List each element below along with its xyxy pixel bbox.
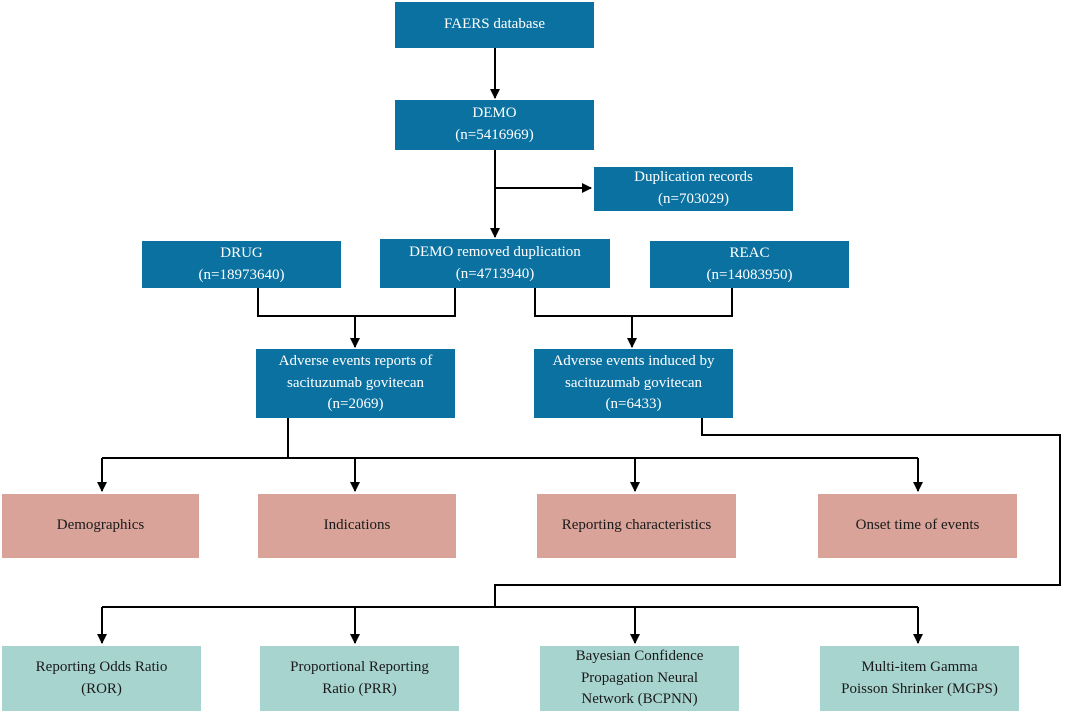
prr-line1: Proportional Reporting: [290, 658, 429, 675]
ae-reports-line2: sacituzumab govitecan: [286, 374, 425, 391]
demo-removed-duplication-box: DEMO removed duplication (n=4713940): [380, 239, 610, 288]
duplication-label: Duplication records: [634, 169, 753, 186]
ror-line2: (ROR): [81, 680, 122, 697]
connector-reac-merge: [534, 288, 733, 317]
demo-label: DEMO: [472, 105, 517, 122]
drug-box: DRUG (n=18973640): [142, 241, 341, 288]
bcpnn-line2: Propagation Neural: [580, 669, 699, 686]
ae-induced-count: (n=6433): [605, 396, 662, 413]
mgps-box: Multi-item Gamma Poisson Shrinker (MGPS): [820, 646, 1019, 711]
demographics-box: Demographics: [2, 494, 199, 558]
ae-induced-line1: Adverse events induced by: [552, 352, 715, 369]
duplication-records-box: Duplication records (n=703029): [594, 167, 793, 211]
onset-time-box: Onset time of events: [818, 494, 1017, 558]
demo-removed-count: (n=4713940): [455, 265, 535, 282]
reporting-characteristics-box: Reporting characteristics: [537, 494, 736, 558]
drug-label: DRUG: [220, 244, 263, 261]
mgps-line2: Poisson Shrinker (MGPS): [841, 680, 998, 697]
reac-box: REAC (n=14083950): [650, 241, 849, 288]
ae-reports-count: (n=2069): [327, 396, 384, 413]
demographics-label: Demographics: [56, 517, 145, 534]
indications-label: Indications: [323, 517, 391, 534]
ror-box: Reporting Odds Ratio (ROR): [2, 646, 201, 711]
indications-box: Indications: [258, 494, 456, 558]
onset-time-label: Onset time of events: [855, 517, 980, 534]
demo-removed-label: DEMO removed duplication: [409, 243, 581, 260]
ae-reports-box: Adverse events reports of sacituzumab go…: [256, 349, 455, 418]
bcpnn-line1: Bayesian Confidence: [575, 647, 704, 664]
prr-line2: Ratio (PRR): [322, 680, 397, 697]
demo-box: DEMO (n=5416969): [395, 100, 594, 150]
faers-label: FAERS database: [444, 16, 545, 33]
demo-count: (n=5416969): [455, 127, 534, 143]
reporting-characteristics-label: Reporting characteristics: [561, 517, 712, 534]
connector-drug-merge: [257, 288, 456, 317]
ae-induced-line2: sacituzumab govitecan: [564, 374, 703, 391]
bcpnn-box: Bayesian Confidence Propagation Neural N…: [540, 646, 739, 711]
bcpnn-line3: Network (BCPNN): [581, 691, 698, 708]
prr-box: Proportional Reporting Ratio (PRR): [260, 646, 459, 711]
reac-count: (n=14083950): [706, 266, 793, 283]
drug-count: (n=18973640): [198, 266, 285, 283]
reac-label: REAC: [729, 244, 770, 261]
mgps-line1: Multi-item Gamma: [861, 658, 978, 675]
connector-algorithm-route: [494, 418, 1061, 607]
duplication-count: (n=703029): [658, 191, 729, 207]
connector-analysis-bus: [102, 418, 918, 459]
ae-reports-line1: Adverse events reports of: [278, 352, 433, 369]
faers-database-box: FAERS database: [395, 2, 594, 48]
ae-induced-box: Adverse events induced by sacituzumab go…: [534, 349, 733, 418]
ror-line1: Reporting Odds Ratio: [35, 658, 168, 675]
